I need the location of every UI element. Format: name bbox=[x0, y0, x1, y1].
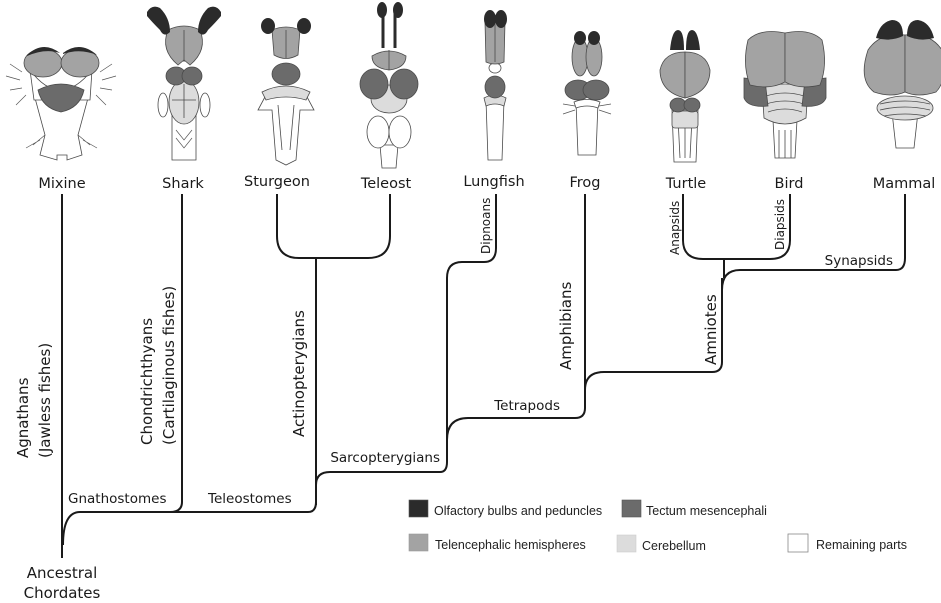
legend-swatch-telencephalon bbox=[408, 533, 429, 552]
brain-illustrations bbox=[5, 2, 941, 169]
clade-label-gnathostomes: Gnathostomes bbox=[68, 491, 166, 507]
species-label-turtle: Turtle bbox=[665, 176, 707, 192]
brain-sturgeon bbox=[257, 18, 315, 166]
clade-label-agnathans: Agnathans bbox=[14, 377, 32, 458]
brain-teleost bbox=[359, 2, 419, 169]
clade-label-chondrichthyans: Chondrichthyans bbox=[138, 318, 156, 445]
clade-label-anapsids: Anapsids bbox=[668, 201, 682, 255]
clade-label-tetrapods: Tetrapods bbox=[493, 398, 560, 414]
species-label-sturgeon: Sturgeon bbox=[244, 174, 310, 190]
legend-swatch-remaining bbox=[787, 533, 809, 553]
branch-sarcopterygians bbox=[315, 461, 448, 486]
clade-labels: Agnathans (Jawless fishes) Chondrichthya… bbox=[14, 198, 893, 602]
branch-synapsids bbox=[721, 194, 906, 291]
clade-label-actinopterygians: Actinopterygians bbox=[290, 310, 308, 437]
legend-label-tectum: Tectum mesencephali bbox=[646, 504, 767, 518]
legend-item-olfactory: Olfactory bulbs and peduncles bbox=[408, 499, 602, 518]
legend-label-telencephalon: Telencephalic hemispheres bbox=[435, 538, 586, 552]
legend-swatch-cerebellum bbox=[616, 534, 637, 553]
species-label-teleost: Teleost bbox=[360, 176, 412, 192]
brain-lungfish bbox=[483, 10, 507, 161]
root-label-line1: Ancestral bbox=[27, 564, 97, 582]
branch-gnathostomes bbox=[62, 511, 170, 546]
species-label-lungfish: Lungfish bbox=[463, 174, 524, 190]
legend-label-cerebellum: Cerebellum bbox=[642, 539, 706, 553]
legend-item-cerebellum: Cerebellum bbox=[616, 534, 706, 553]
brain-shark bbox=[147, 6, 221, 161]
branch-bird bbox=[724, 194, 791, 260]
branch-sarcopterygian-stem bbox=[446, 194, 497, 462]
brain-frog bbox=[562, 31, 612, 156]
legend: Olfactory bulbs and peduncles Tectum mes… bbox=[408, 499, 907, 553]
species-labels: Mixine Shark Sturgeon Teleost Lungfish F… bbox=[38, 174, 935, 192]
brain-turtle bbox=[659, 30, 711, 163]
species-label-bird: Bird bbox=[775, 176, 804, 192]
clade-label-amphibians: Amphibians bbox=[557, 282, 575, 370]
brain-bird bbox=[743, 31, 827, 159]
clade-label-dipnoans: Dipnoans bbox=[479, 198, 493, 254]
legend-item-tectum: Tectum mesencephali bbox=[621, 499, 767, 518]
legend-item-remaining: Remaining parts bbox=[787, 533, 907, 553]
brain-mixine bbox=[5, 46, 117, 161]
branch-tetrapods bbox=[446, 407, 586, 441]
species-label-mammal: Mammal bbox=[873, 176, 936, 192]
branch-amniotes bbox=[584, 278, 723, 391]
clade-label-chondrichthyans-sub: (Cartilaginous fishes) bbox=[160, 286, 178, 445]
branch-turtle bbox=[682, 194, 724, 260]
species-label-frog: Frog bbox=[569, 175, 600, 191]
branch-teleost bbox=[316, 194, 391, 259]
phylogenetic-tree bbox=[61, 194, 906, 558]
species-label-shark: Shark bbox=[162, 176, 204, 192]
branch-sturgeon bbox=[276, 194, 316, 259]
clade-label-diapsids: Diapsids bbox=[773, 199, 787, 250]
legend-label-olfactory: Olfactory bulbs and peduncles bbox=[434, 504, 602, 518]
root-label-line2: Chordates bbox=[24, 584, 101, 602]
clade-label-synapsids: Synapsids bbox=[825, 253, 893, 269]
clade-label-sarcopterygians: Sarcopterygians bbox=[330, 450, 440, 466]
clade-label-teleostomes: Teleostomes bbox=[207, 491, 292, 507]
legend-item-telencephalon: Telencephalic hemispheres bbox=[408, 533, 586, 552]
legend-swatch-olfactory bbox=[408, 499, 429, 518]
legend-label-remaining: Remaining parts bbox=[816, 538, 907, 552]
legend-swatch-tectum bbox=[621, 499, 642, 518]
clade-label-agnathans-sub: (Jawless fishes) bbox=[36, 343, 54, 458]
brain-mammal bbox=[863, 20, 941, 149]
clade-label-amniotes: Amniotes bbox=[702, 294, 720, 365]
species-label-mixine: Mixine bbox=[38, 176, 85, 192]
